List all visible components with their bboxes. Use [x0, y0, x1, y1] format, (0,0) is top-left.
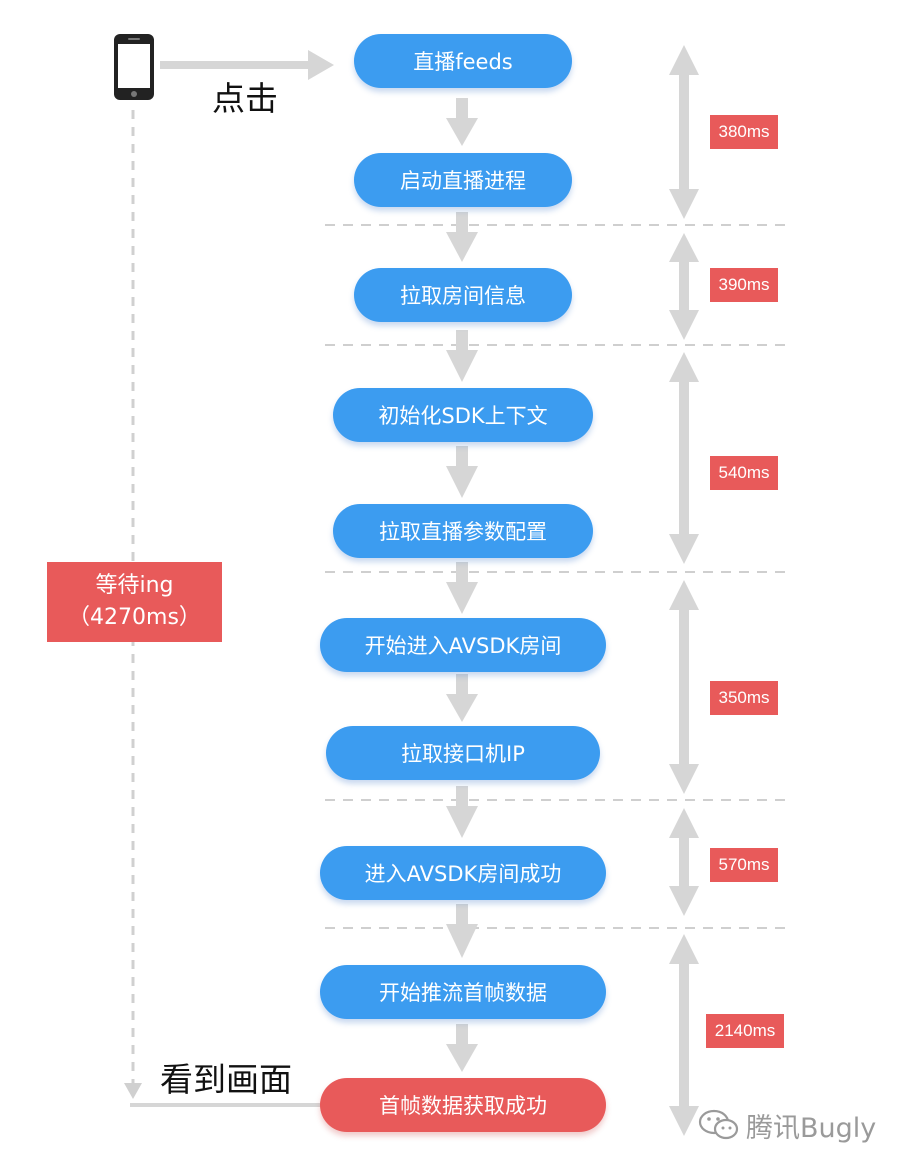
duration-badge: 350ms — [710, 681, 778, 715]
duration-badge: 380ms — [710, 115, 778, 149]
step-arrows — [446, 98, 478, 1072]
watermark-text: 腾讯Bugly — [746, 1112, 877, 1144]
see-connector — [130, 1103, 322, 1107]
click-arrow — [160, 50, 334, 80]
step-first-frame-success: 首帧数据获取成功 — [320, 1078, 606, 1132]
step-enter-avsdk-room: 开始进入AVSDK房间 — [320, 618, 606, 672]
duration-badge: 390ms — [710, 268, 778, 302]
duration-badge: 2140ms — [706, 1014, 784, 1048]
wait-badge: 等待ing （4270ms） — [47, 562, 222, 642]
step-fetch-room-info: 拉取房间信息 — [354, 268, 572, 322]
stage-dividers — [325, 224, 790, 929]
wait-total: （4270ms） — [68, 605, 201, 630]
step-start-live-process: 启动直播进程 — [354, 153, 572, 207]
see-picture-label: 看到画面 — [160, 1060, 292, 1099]
duration-arrows — [669, 45, 699, 1136]
duration-badge: 570ms — [710, 848, 778, 882]
duration-badge: 540ms — [710, 456, 778, 490]
click-label: 点击 — [212, 79, 278, 118]
wait-line-arrowhead — [124, 1083, 142, 1099]
watermark: 腾讯Bugly — [698, 1105, 876, 1145]
step-live-feeds: 直播feeds — [354, 34, 572, 88]
wechat-icon — [698, 1109, 739, 1140]
step-start-push-first-frame: 开始推流首帧数据 — [320, 965, 606, 1019]
step-init-sdk-context: 初始化SDK上下文 — [333, 388, 593, 442]
wait-label: 等待ing — [95, 573, 174, 598]
step-fetch-live-config: 拉取直播参数配置 — [333, 504, 593, 558]
step-fetch-interface-ip: 拉取接口机IP — [326, 726, 600, 780]
step-avsdk-room-success: 进入AVSDK房间成功 — [320, 846, 606, 900]
phone-icon — [114, 34, 154, 100]
